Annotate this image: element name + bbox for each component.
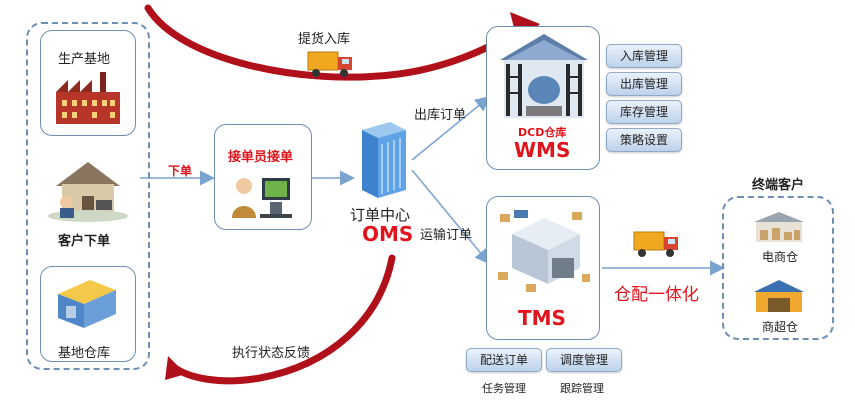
oms-code: OMS [362,222,414,246]
end-customer-panel [722,196,834,340]
base-warehouse-label: 基地仓库 [58,346,111,361]
status-feedback-label: 执行状态反馈 [232,346,311,361]
wms-warehouse-label: DCD仓库 [518,126,567,139]
pickup-inbound-label: 提货入库 [298,32,351,47]
wms-code: WMS [514,138,571,162]
wms-module-inventory[interactable]: 库存管理 [606,100,682,124]
outbound-order-label: 出库订单 [414,108,467,123]
customer-house-icon [48,162,128,222]
order-taker-label: 接单员接单 [228,150,294,165]
integration-label: 仓配一体化 [614,285,699,305]
customer-order-label: 客户下单 [58,234,111,249]
place-order-label: 下单 [168,164,193,178]
status-feedback-curve [171,254,396,385]
oms-name: 订单中心 [350,206,411,224]
supermarket-warehouse-icon [754,280,804,312]
ecommerce-warehouse-icon [754,212,804,242]
wms-module-inbound[interactable]: 入库管理 [606,44,682,68]
warehouse-3d-icon [58,280,116,328]
end-customer-supermarket: 商超仓 [762,320,799,334]
production-base-label: 生产基地 [58,52,111,67]
warehouse-interior-icon [500,34,588,118]
office-building-icon [362,122,406,198]
oms-to-tms-arrow [411,169,490,265]
operator-computer-icon [232,178,292,218]
pickup-inbound-curve [144,4,524,81]
order-taker-card [214,124,312,230]
transport-order-label: 运输订单 [420,228,473,243]
end-customer-ecommerce: 电商仓 [762,250,799,264]
truck-icon-delivery [633,231,678,257]
end-customer-title: 终端客户 [752,178,805,193]
tms-sub-tracking: 跟踪管理 [560,382,604,395]
truck-icon [307,51,352,77]
wms-module-outbound[interactable]: 出库管理 [606,72,682,96]
wms-module-strategy[interactable]: 策略设置 [606,128,682,152]
left-source-panel [26,22,150,370]
tms-sub-task: 任务管理 [482,382,526,395]
distribution-center-icon [498,210,590,292]
tms-module-delivery[interactable]: 配送订单 [466,348,542,372]
tms-code: TMS [518,306,566,330]
oms-to-wms-arrow [411,96,491,161]
tms-module-dispatch[interactable]: 调度管理 [546,348,622,372]
factory-icon [56,72,120,124]
